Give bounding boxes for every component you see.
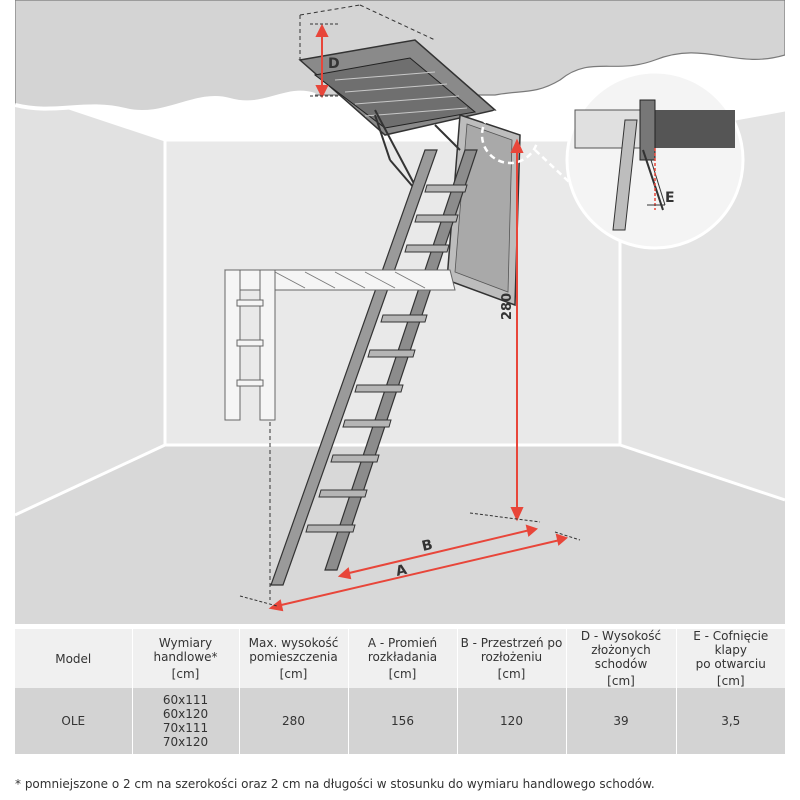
- footnote: * pomniejszone o 2 cm na szerokości oraz…: [15, 777, 655, 791]
- label-d: D: [328, 56, 340, 72]
- dimension-d: [315, 23, 329, 99]
- dimension-b: [337, 524, 538, 580]
- cell-max-height: 280: [239, 688, 349, 754]
- left-wall: [15, 90, 165, 515]
- label-b: B: [420, 537, 434, 555]
- label-e: E: [665, 190, 675, 206]
- dimension-height-base: [469, 512, 541, 523]
- attic-ladder-diagram: E D 280 B A: [15, 0, 785, 624]
- dimension-d-extensions: [310, 23, 340, 97]
- cell-sizes: 60x111 60x120 70x111 70x120: [132, 688, 240, 754]
- label-height: 280: [500, 293, 515, 320]
- dimension-a: [268, 533, 568, 612]
- cell-b: 120: [457, 688, 567, 754]
- label-a: A: [394, 562, 408, 580]
- table-row: OLE 60x111 60x120 70x111 70x120 280 156 …: [15, 688, 785, 754]
- dimension-height: [510, 138, 524, 522]
- detail-drawing: [574, 99, 735, 231]
- cell-a: 156: [348, 688, 458, 754]
- cell-model: OLE: [15, 688, 133, 754]
- floor: [15, 445, 785, 624]
- header-model: Model: [15, 629, 133, 688]
- ghost-ladder: [224, 269, 456, 421]
- cell-e: 3,5: [676, 688, 785, 754]
- folded-section-lines: [334, 71, 468, 117]
- dimension-a-ext: [554, 531, 581, 541]
- ladder-right-stringer: [324, 149, 478, 571]
- guide-lines: [269, 4, 436, 600]
- ladder-left-stringer: [270, 149, 438, 586]
- cell-d: 39: [566, 688, 677, 754]
- dimension-a-ext-left: [239, 595, 278, 607]
- detail-source-circle: [480, 105, 540, 165]
- ghost-ladder-truss: [274, 271, 426, 289]
- ceiling-edge: [15, 90, 316, 114]
